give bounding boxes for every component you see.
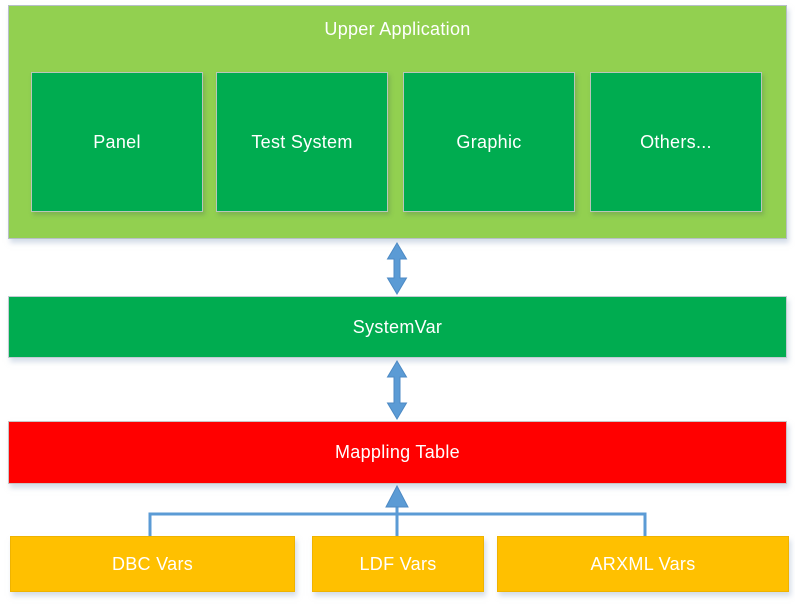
module-graphic-label: Graphic (456, 131, 522, 152)
source-arxml-vars: ARXML Vars (497, 536, 789, 592)
source-ldf-vars-label: LDF Vars (359, 553, 437, 574)
systemvar-bar: SystemVar (8, 296, 787, 358)
upper-application-container: Upper Application Panel Test System Grap… (8, 5, 787, 239)
module-panel: Panel (31, 72, 203, 212)
module-test-system: Test System (216, 72, 388, 212)
systemvar-label: SystemVar (352, 316, 443, 337)
merge-connector (148, 505, 647, 536)
module-test-system-label: Test System (251, 131, 353, 152)
bidirectional-arrow-icon-lower (386, 360, 408, 420)
source-dbc-vars-label: DBC Vars (111, 553, 194, 574)
mapping-table-label: Mappling Table (335, 442, 460, 462)
module-panel-label: Panel (93, 131, 141, 152)
source-ldf-vars: LDF Vars (312, 536, 484, 592)
source-dbc-vars: DBC Vars (10, 536, 295, 592)
mapping-table-bar: Mappling Table (8, 421, 787, 484)
module-others-label: Others... (640, 131, 712, 152)
source-arxml-vars-label: ARXML Vars (590, 553, 696, 574)
module-others: Others... (590, 72, 762, 212)
bidirectional-arrow-icon-upper (386, 242, 408, 295)
up-arrow-icon (385, 484, 409, 508)
upper-application-title: Upper Application (324, 19, 471, 39)
module-graphic: Graphic (403, 72, 575, 212)
